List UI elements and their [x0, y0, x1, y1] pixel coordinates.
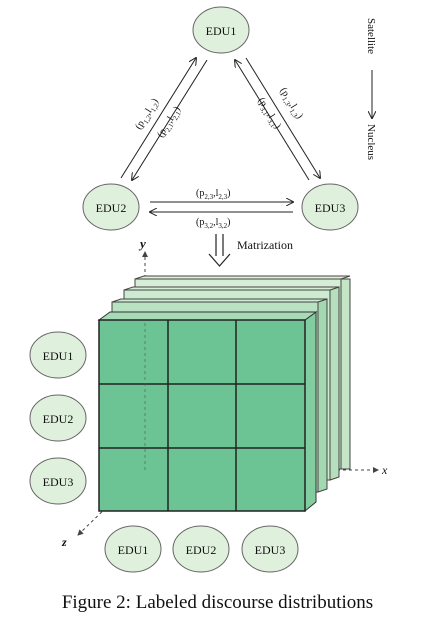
node-edu3: EDU3: [301, 183, 359, 231]
row-label-edu3: EDU3: [29, 457, 87, 505]
row-label-edu1: EDU1: [29, 331, 87, 379]
node-edu2: EDU2: [82, 183, 140, 231]
y-axis-label: y: [138, 236, 146, 251]
arrow-edu2-to-edu1: [120, 58, 196, 179]
figure-caption: Figure 2: Labeled discourse distribution…: [61, 592, 374, 613]
edge-label-p32: (p3,2,l3,2): [196, 217, 230, 230]
satellite-label: Satellite: [365, 18, 377, 54]
edge-label-p31: (p3,1,l3,1): [254, 96, 283, 132]
node-edu2-label: EDU2: [96, 201, 127, 215]
x-axis-label: x: [381, 463, 388, 477]
z-axis-label: z: [61, 535, 67, 549]
row-label-edu1-text: EDU1: [43, 349, 74, 363]
matrization-arrow: [208, 234, 231, 267]
satellite-nucleus-legend: Satellite Nucleus: [365, 18, 377, 160]
edge-label-p12: (p1,2,l1,2): [133, 97, 162, 133]
col-label-edu3-text: EDU3: [255, 543, 286, 557]
node-edu1-label: EDU1: [206, 24, 237, 38]
edge-label-p21: (p2,1,l2,1): [155, 105, 184, 141]
tensor-cube: [97, 275, 351, 513]
col-label-edu1-text: EDU1: [118, 543, 149, 557]
arrow-edu1-to-edu3: [245, 57, 320, 178]
node-edu3-label: EDU3: [315, 201, 346, 215]
col-label-edu1: EDU1: [104, 525, 162, 573]
matrization-label: Matrization: [237, 238, 293, 252]
nucleus-label: Nucleus: [365, 124, 377, 160]
row-label-edu3-text: EDU3: [43, 475, 74, 489]
col-label-edu2: EDU2: [172, 525, 230, 573]
edge-label-p13: (p1,3,l1,3): [276, 86, 305, 122]
col-label-edu3: EDU3: [241, 525, 299, 573]
node-edu1: EDU1: [192, 6, 250, 54]
col-label-edu2-text: EDU2: [186, 543, 217, 557]
row-label-edu2-text: EDU2: [43, 412, 74, 426]
arrow-edu3-to-edu1: [235, 60, 310, 181]
row-label-edu2: EDU2: [29, 394, 87, 442]
arrow-edu1-to-edu2: [132, 59, 208, 180]
edge-label-p23: (p2,3,l2,3): [196, 188, 230, 201]
cube-layer-front: [97, 311, 318, 513]
